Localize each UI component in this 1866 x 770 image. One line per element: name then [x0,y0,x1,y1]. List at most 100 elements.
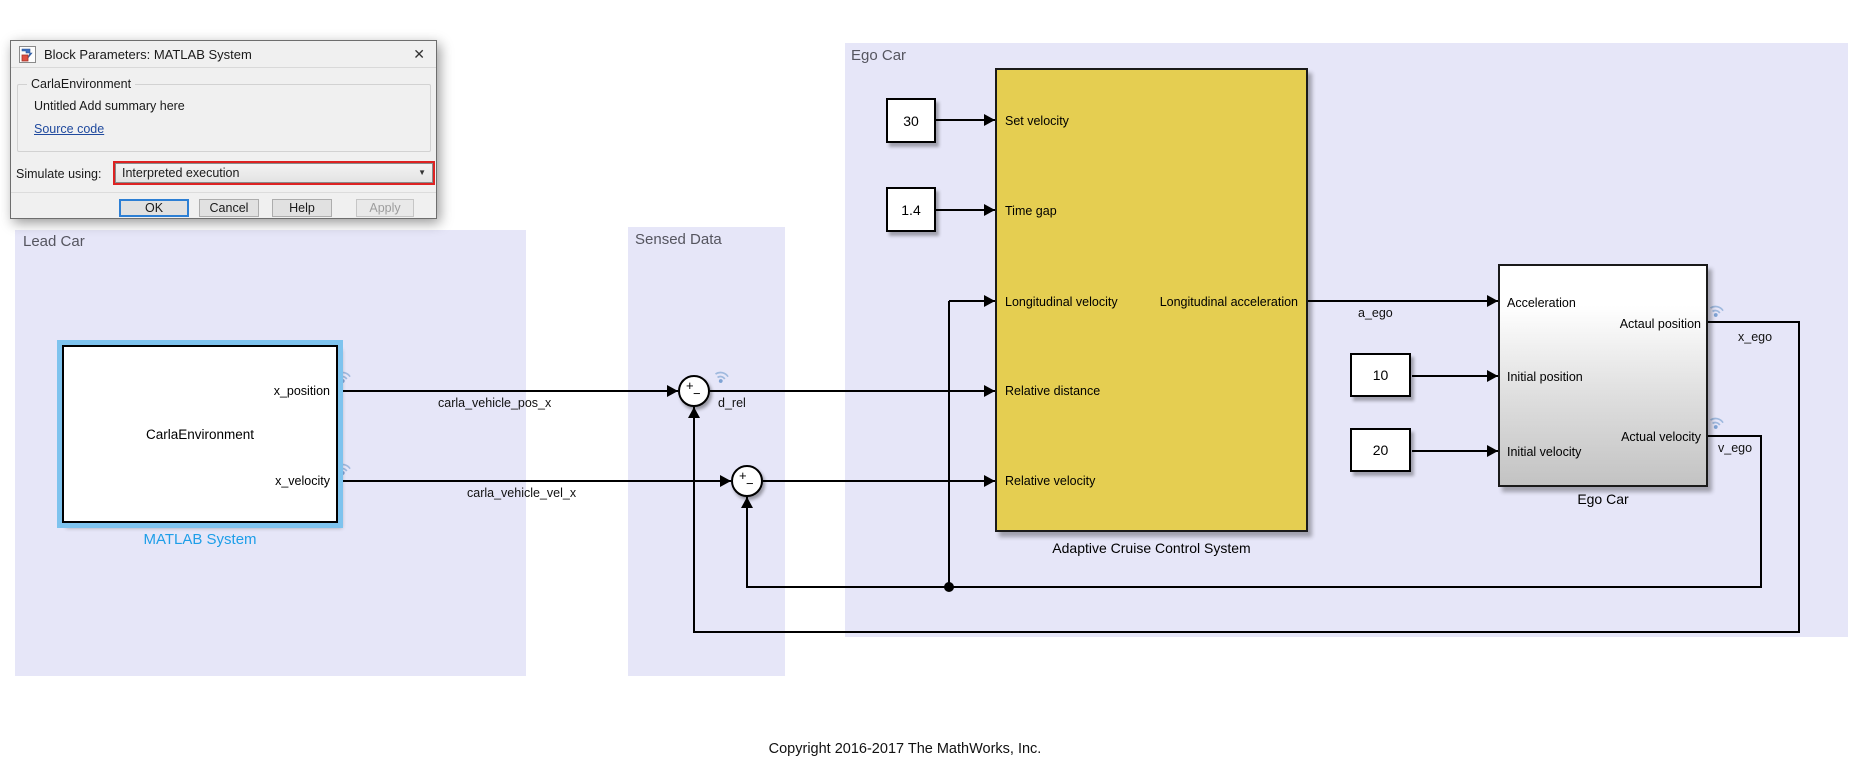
wire-v-ego-bottom[interactable] [747,586,1762,588]
constant-value: 1.4 [901,201,921,218]
signal-label-v-ego[interactable]: v_ego [1718,441,1753,455]
simulate-using-value: Interpreted execution [122,166,240,180]
wire-initial-position[interactable] [1412,375,1498,377]
wire-v-ego-down[interactable] [1760,435,1762,588]
arrowhead-icon [1487,445,1498,457]
wire-d-rel[interactable] [710,390,995,392]
signal-logging-icon [715,371,729,383]
signal-label-d-rel[interactable]: d_rel [718,396,746,410]
dialog-title: Block Parameters: MATLAB System [44,46,252,62]
wire-long-vel[interactable] [949,300,995,302]
sum-minus-sign: − [746,476,754,491]
port-label-initial-position: Initial position [1507,370,1583,384]
wire-rel-vel[interactable] [763,480,995,482]
wire-time-gap[interactable] [936,209,995,211]
block-parameters-dialog: Block Parameters: MATLAB System ✕ CarlaE… [10,40,437,219]
port-label-actual-velocity: Actual velocity [1621,430,1701,444]
wire-x-ego-bottom[interactable] [694,631,1800,633]
constant-value: 20 [1372,442,1389,458]
wire-x-ego-up[interactable] [693,407,695,633]
constant-time-gap[interactable]: 1.4 [886,187,936,232]
signal-label-a-ego[interactable]: a_ego [1358,306,1393,320]
dialog-titlebar: Block Parameters: MATLAB System ✕ [11,41,436,68]
help-button[interactable]: Help [272,199,332,217]
arrowhead-icon [984,475,995,487]
port-label-longitudinal-acceleration: Longitudinal acceleration [1159,295,1298,309]
wire-a-ego[interactable] [1308,300,1498,302]
signal-logging-icon [337,463,351,475]
dialog-summary-text: Untitled Add summary here [34,99,185,113]
arrowhead-icon [984,114,995,126]
arrowhead-icon [720,475,731,487]
region-label-ego-car: Ego Car [851,47,907,64]
arrowhead-icon [688,407,700,418]
dialog-group-box: CarlaEnvironment Untitled Add summary he… [17,77,431,152]
arrowhead-icon [1487,295,1498,307]
wire-v-ego[interactable] [1708,435,1762,437]
arrowhead-icon [667,385,678,397]
sum-block-position[interactable]: + − [678,375,710,407]
wire-set-velocity[interactable] [936,119,995,121]
adaptive-cruise-control-block[interactable]: Set velocity Time gap Longitudinal veloc… [995,68,1308,532]
constant-value: 30 [903,112,919,129]
region-label-sensed-data: Sensed Data [635,231,722,248]
ego-block-caption[interactable]: Ego Car [1577,491,1629,507]
ok-button[interactable]: OK [119,199,189,217]
wire-x-ego[interactable] [1708,321,1800,323]
close-icon[interactable]: ✕ [413,46,425,62]
arrowhead-icon [741,497,753,508]
signal-logging-icon [1710,305,1724,317]
constant-initial-velocity[interactable]: 20 [1350,428,1411,472]
simulink-block-icon [19,45,36,63]
apply-button[interactable]: Apply [356,199,414,217]
sum-plus-sign: + [686,378,694,393]
arrowhead-icon [984,204,995,216]
port-label-set-velocity: Set velocity [1005,114,1069,128]
wire-long-vel-branch[interactable] [948,301,950,588]
dialog-group-title: CarlaEnvironment [27,77,136,91]
copyright-text: Copyright 2016-2017 The MathWorks, Inc. [768,741,1042,757]
port-label-x-position: x_position [273,384,330,398]
wire-initial-velocity[interactable] [1412,450,1498,452]
signal-label-x-ego[interactable]: x_ego [1738,330,1773,344]
carla-block-caption[interactable]: MATLAB System [143,531,257,548]
simulate-using-dropdown[interactable]: Interpreted execution ▼ [115,163,433,183]
constant-set-velocity[interactable]: 30 [886,98,936,143]
arrowhead-icon [984,385,995,397]
port-label-relative-distance: Relative distance [1005,384,1101,398]
signal-logging-icon [1710,417,1724,429]
carla-environment-block[interactable]: CarlaEnvironment x_position x_velocity [62,345,338,523]
wire-x-ego-down[interactable] [1798,321,1800,633]
dialog-separator [11,192,436,193]
constant-value: 10 [1372,367,1389,383]
simulate-using-label: Simulate using: [16,167,102,181]
sum-plus-sign: + [739,468,747,483]
simulate-using-highlight: Interpreted execution ▼ [113,161,435,185]
port-label-x-velocity: x_velocity [275,474,330,488]
port-label-time-gap: Time gap [1005,204,1057,218]
port-label-actual-position: Actaul position [1619,317,1701,331]
sum-minus-sign: − [693,386,701,401]
sum-block-velocity[interactable]: + − [731,465,763,497]
acc-block-caption[interactable]: Adaptive Cruise Control System [1052,540,1251,556]
wire-carla-vel[interactable] [338,480,731,482]
cancel-button[interactable]: Cancel [199,199,259,217]
port-label-longitudinal-velocity: Longitudinal velocity [1005,295,1118,309]
wire-carla-pos[interactable] [338,390,678,392]
arrowhead-icon [1487,370,1498,382]
source-code-link[interactable]: Source code [34,122,105,136]
port-label-relative-velocity: Relative velocity [1005,474,1096,488]
signal-label-carla-pos[interactable]: carla_vehicle_pos_x [438,396,552,410]
signal-label-carla-vel[interactable]: carla_vehicle_vel_x [467,486,577,500]
port-label-initial-velocity: Initial velocity [1507,445,1582,459]
ego-car-block[interactable]: Acceleration Initial position Initial ve… [1498,264,1708,487]
constant-initial-position[interactable]: 10 [1350,353,1411,397]
region-sensed-data [628,227,785,676]
region-label-lead-car: Lead Car [23,233,85,250]
wire-v-ego-up[interactable] [746,497,748,588]
port-label-acceleration: Acceleration [1507,296,1576,310]
carla-block-title: CarlaEnvironment [145,426,255,442]
chevron-down-icon: ▼ [418,168,426,177]
signal-logging-icon [337,371,351,383]
